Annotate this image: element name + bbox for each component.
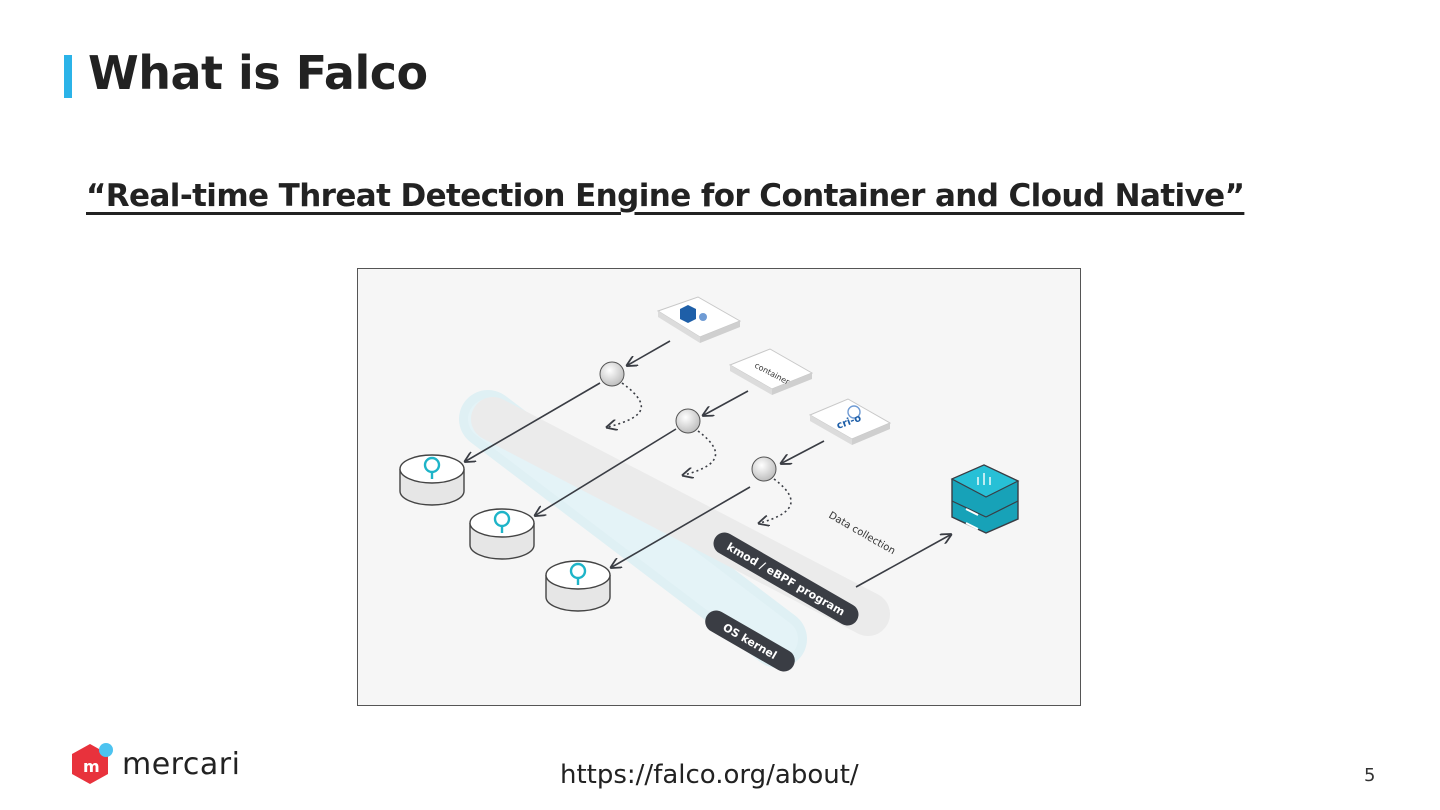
sensor-node-1 <box>599 361 625 387</box>
crio-card: cri-o <box>808 398 892 445</box>
svg-text:m: m <box>83 757 100 776</box>
mercari-logo-icon: m <box>72 743 113 784</box>
mercari-logo: m mercari <box>70 742 240 786</box>
page-number: 5 <box>1364 765 1376 786</box>
kubernetes-icon <box>680 305 696 323</box>
pod-1 <box>399 454 465 506</box>
source-url: https://falco.org/about/ <box>560 760 859 790</box>
slide-title: What is Falco <box>88 46 428 100</box>
pod-2 <box>469 508 535 560</box>
mercari-logo-text: mercari <box>122 746 241 782</box>
title-accent-bar <box>64 55 72 98</box>
containerd-card: container <box>728 348 814 395</box>
sensor-node-3 <box>751 456 777 482</box>
falco-engine-icon <box>950 464 1020 534</box>
falco-architecture-diagram: container cri-o <box>357 268 1081 706</box>
data-collection-arrow <box>855 535 950 588</box>
kubernetes-card <box>656 296 742 343</box>
pod-3 <box>545 560 611 612</box>
slide-subtitle: “Real-time Threat Detection Engine for C… <box>86 178 1245 214</box>
data-collection-label: Data collection <box>827 510 897 557</box>
sensor-node-2 <box>675 408 701 434</box>
